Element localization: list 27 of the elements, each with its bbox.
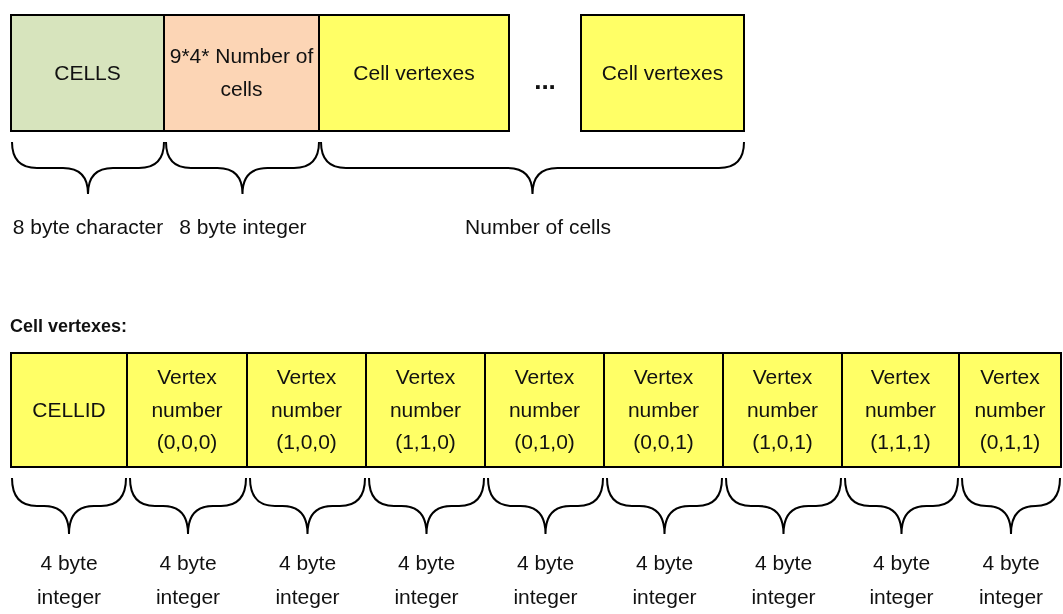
field-box: Vertex number (1,0,1) xyxy=(724,352,843,468)
ellipsis: ... xyxy=(533,64,557,97)
field-box: 9*4* Number of cells xyxy=(165,14,320,132)
field-box: Vertex number (1,0,0) xyxy=(248,352,367,468)
size-label: 4 byte integer xyxy=(868,550,935,610)
field-box: Vertex number (0,1,1) xyxy=(960,352,1062,468)
size-label: 4 byte integer xyxy=(750,550,817,610)
size-label: Number of cells xyxy=(464,214,612,240)
field-box: Vertex number (1,1,1) xyxy=(843,352,960,468)
field-box: Cell vertexes xyxy=(580,14,745,132)
size-label: 4 byte integer xyxy=(512,550,579,610)
field-box: Vertex number (1,1,0) xyxy=(367,352,486,468)
section-heading: Cell vertexes: xyxy=(10,315,129,338)
field-box: Vertex number (0,0,0) xyxy=(128,352,248,468)
size-label: 4 byte integer xyxy=(393,550,460,610)
size-label: 4 byte integer xyxy=(631,550,698,610)
size-label: 8 byte integer xyxy=(178,214,308,240)
size-label: 4 byte integer xyxy=(154,550,222,610)
size-label: 4 byte integer xyxy=(35,550,103,610)
size-label: 4 byte integer xyxy=(274,550,341,610)
size-label: 8 byte character xyxy=(11,214,165,240)
field-box: Vertex number (0,1,0) xyxy=(486,352,605,468)
size-label: 4 byte integer xyxy=(977,550,1045,610)
field-box: CELLS xyxy=(10,14,165,132)
field-box: Vertex number (0,0,1) xyxy=(605,352,724,468)
field-box: Cell vertexes xyxy=(320,14,510,132)
field-box: CELLID xyxy=(10,352,128,468)
